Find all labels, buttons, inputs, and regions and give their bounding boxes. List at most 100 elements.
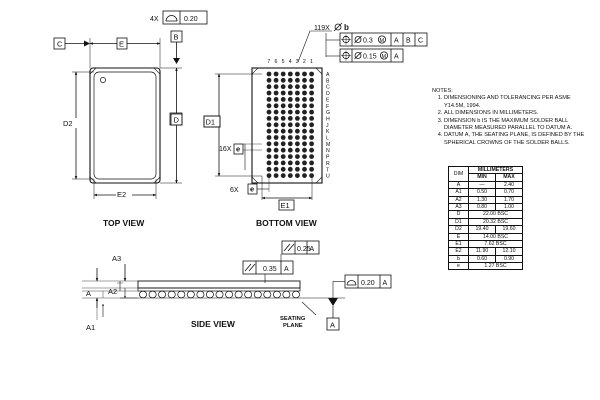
package-body-top: [89, 67, 161, 184]
solder-ball: [266, 109, 272, 115]
solder-ball: [309, 109, 314, 115]
solder-ball: [302, 122, 307, 128]
solder-ball: [287, 71, 293, 77]
solder-ball: [287, 116, 293, 121]
solder-ball: [295, 141, 300, 147]
table-cell-min: 0.80: [468, 202, 496, 212]
solder-ball: [302, 135, 307, 140]
solder-ball: [295, 77, 300, 83]
solder-ball: [280, 116, 286, 121]
datum-c: C: [57, 40, 63, 49]
table-header-min: MIN: [468, 173, 496, 182]
row-label: C: [326, 85, 330, 91]
solder-ball: [295, 97, 300, 102]
surface-profile-icon: [165, 15, 178, 22]
note-item: DIMENSIONING AND TOLERANCING PER ASME Y1…: [444, 95, 592, 110]
dim-e1: E1: [281, 201, 290, 210]
ball-count: 119X: [314, 25, 330, 32]
solder-ball: [295, 135, 300, 140]
pitch-e-box-rows: [233, 143, 244, 155]
solder-ball: [280, 135, 286, 140]
dim-a1: A1: [86, 323, 95, 332]
side-solder-ball: [234, 290, 243, 299]
solder-ball: [266, 173, 272, 179]
package-inner-top: [93, 71, 157, 180]
row-label: L: [326, 136, 329, 142]
solder-ball: [273, 77, 279, 83]
solder-ball: [302, 147, 307, 153]
solder-ball: [302, 109, 307, 115]
notes-block: NOTES: DIMENSIONING AND TOLERANCING PER …: [432, 88, 592, 147]
solder-ball: [295, 160, 300, 166]
solder-ball: [266, 116, 272, 121]
solder-ball: [309, 90, 314, 96]
datum-b: B: [174, 33, 179, 42]
package-body-bottom: [251, 67, 323, 184]
solder-ball: [280, 160, 286, 166]
table-cell-bsc: 7.62 BSC: [468, 239, 523, 249]
note-item: DATUM A, THE SEATING PLANE, IS DEFINED B…: [444, 132, 592, 147]
solder-ball: [273, 128, 279, 134]
side-view-title: SIDE VIEW: [191, 319, 236, 329]
side-solder-balls: [139, 290, 300, 299]
solder-ball: [266, 103, 272, 109]
table-cell-max: 2.40: [495, 180, 523, 190]
seating-plane-line2: PLANE: [283, 323, 303, 329]
solder-ball: [295, 109, 300, 115]
top-view-title: TOP VIEW: [103, 218, 145, 228]
table-cell-dim: D2: [448, 225, 469, 234]
solder-ball: [273, 160, 279, 166]
side-fcf-top: [281, 240, 320, 255]
solder-ball: [273, 109, 279, 115]
solder-ball: [302, 77, 307, 83]
parallelism-icon: [283, 243, 295, 252]
pitch-rows-count: 16X: [219, 146, 232, 153]
side-solder-ball: [196, 290, 205, 299]
column-label: 2: [303, 59, 306, 65]
row-label: E: [326, 97, 330, 103]
table-cell-max: 0.70: [495, 188, 523, 197]
solder-ball: [273, 166, 279, 172]
solder-ball: [309, 116, 314, 121]
solder-ball: [302, 90, 307, 96]
package-side-mold: [137, 280, 301, 289]
column-label: 5: [282, 59, 285, 65]
table-cell-max: 0.90: [495, 254, 523, 264]
solder-ball: [302, 116, 307, 121]
ball-fcf-2: [339, 48, 404, 63]
side-solder-ball: [177, 290, 186, 299]
solder-ball: [295, 173, 300, 179]
side-solder-ball: [215, 290, 224, 299]
solder-ball: [273, 84, 279, 90]
solder-ball: [280, 103, 286, 109]
table-cell-max: 19.60: [495, 225, 523, 234]
solder-ball: [287, 147, 293, 153]
notes-heading: NOTES:: [432, 88, 453, 94]
side-solder-ball: [139, 290, 147, 299]
top-view: 4X 0.20 C E B D: [53, 10, 208, 228]
solder-ball: [295, 166, 300, 172]
solder-ball: [273, 141, 279, 147]
table-header-units: MILLIMETERS: [468, 165, 523, 175]
side-solder-ball: [292, 290, 300, 299]
datum-a: A: [330, 321, 335, 330]
table-cell-dim: e: [448, 262, 469, 271]
table-cell-dim: A3: [448, 202, 469, 212]
solder-ball: [273, 122, 279, 128]
solder-ball: [302, 154, 307, 160]
solder-ball: [273, 116, 279, 121]
table-cell-dim: A2: [448, 195, 469, 204]
table-cell-min: 0.50: [468, 188, 496, 197]
solder-ball-grid: [266, 71, 314, 179]
side-solder-ball: [244, 290, 253, 299]
solder-ball: [295, 154, 300, 160]
row-label: A: [326, 72, 330, 78]
solder-ball: [280, 166, 286, 172]
solder-ball: [302, 128, 307, 134]
solder-ball: [309, 173, 314, 179]
table-cell-bsc: 22.00 BSC: [468, 210, 523, 219]
